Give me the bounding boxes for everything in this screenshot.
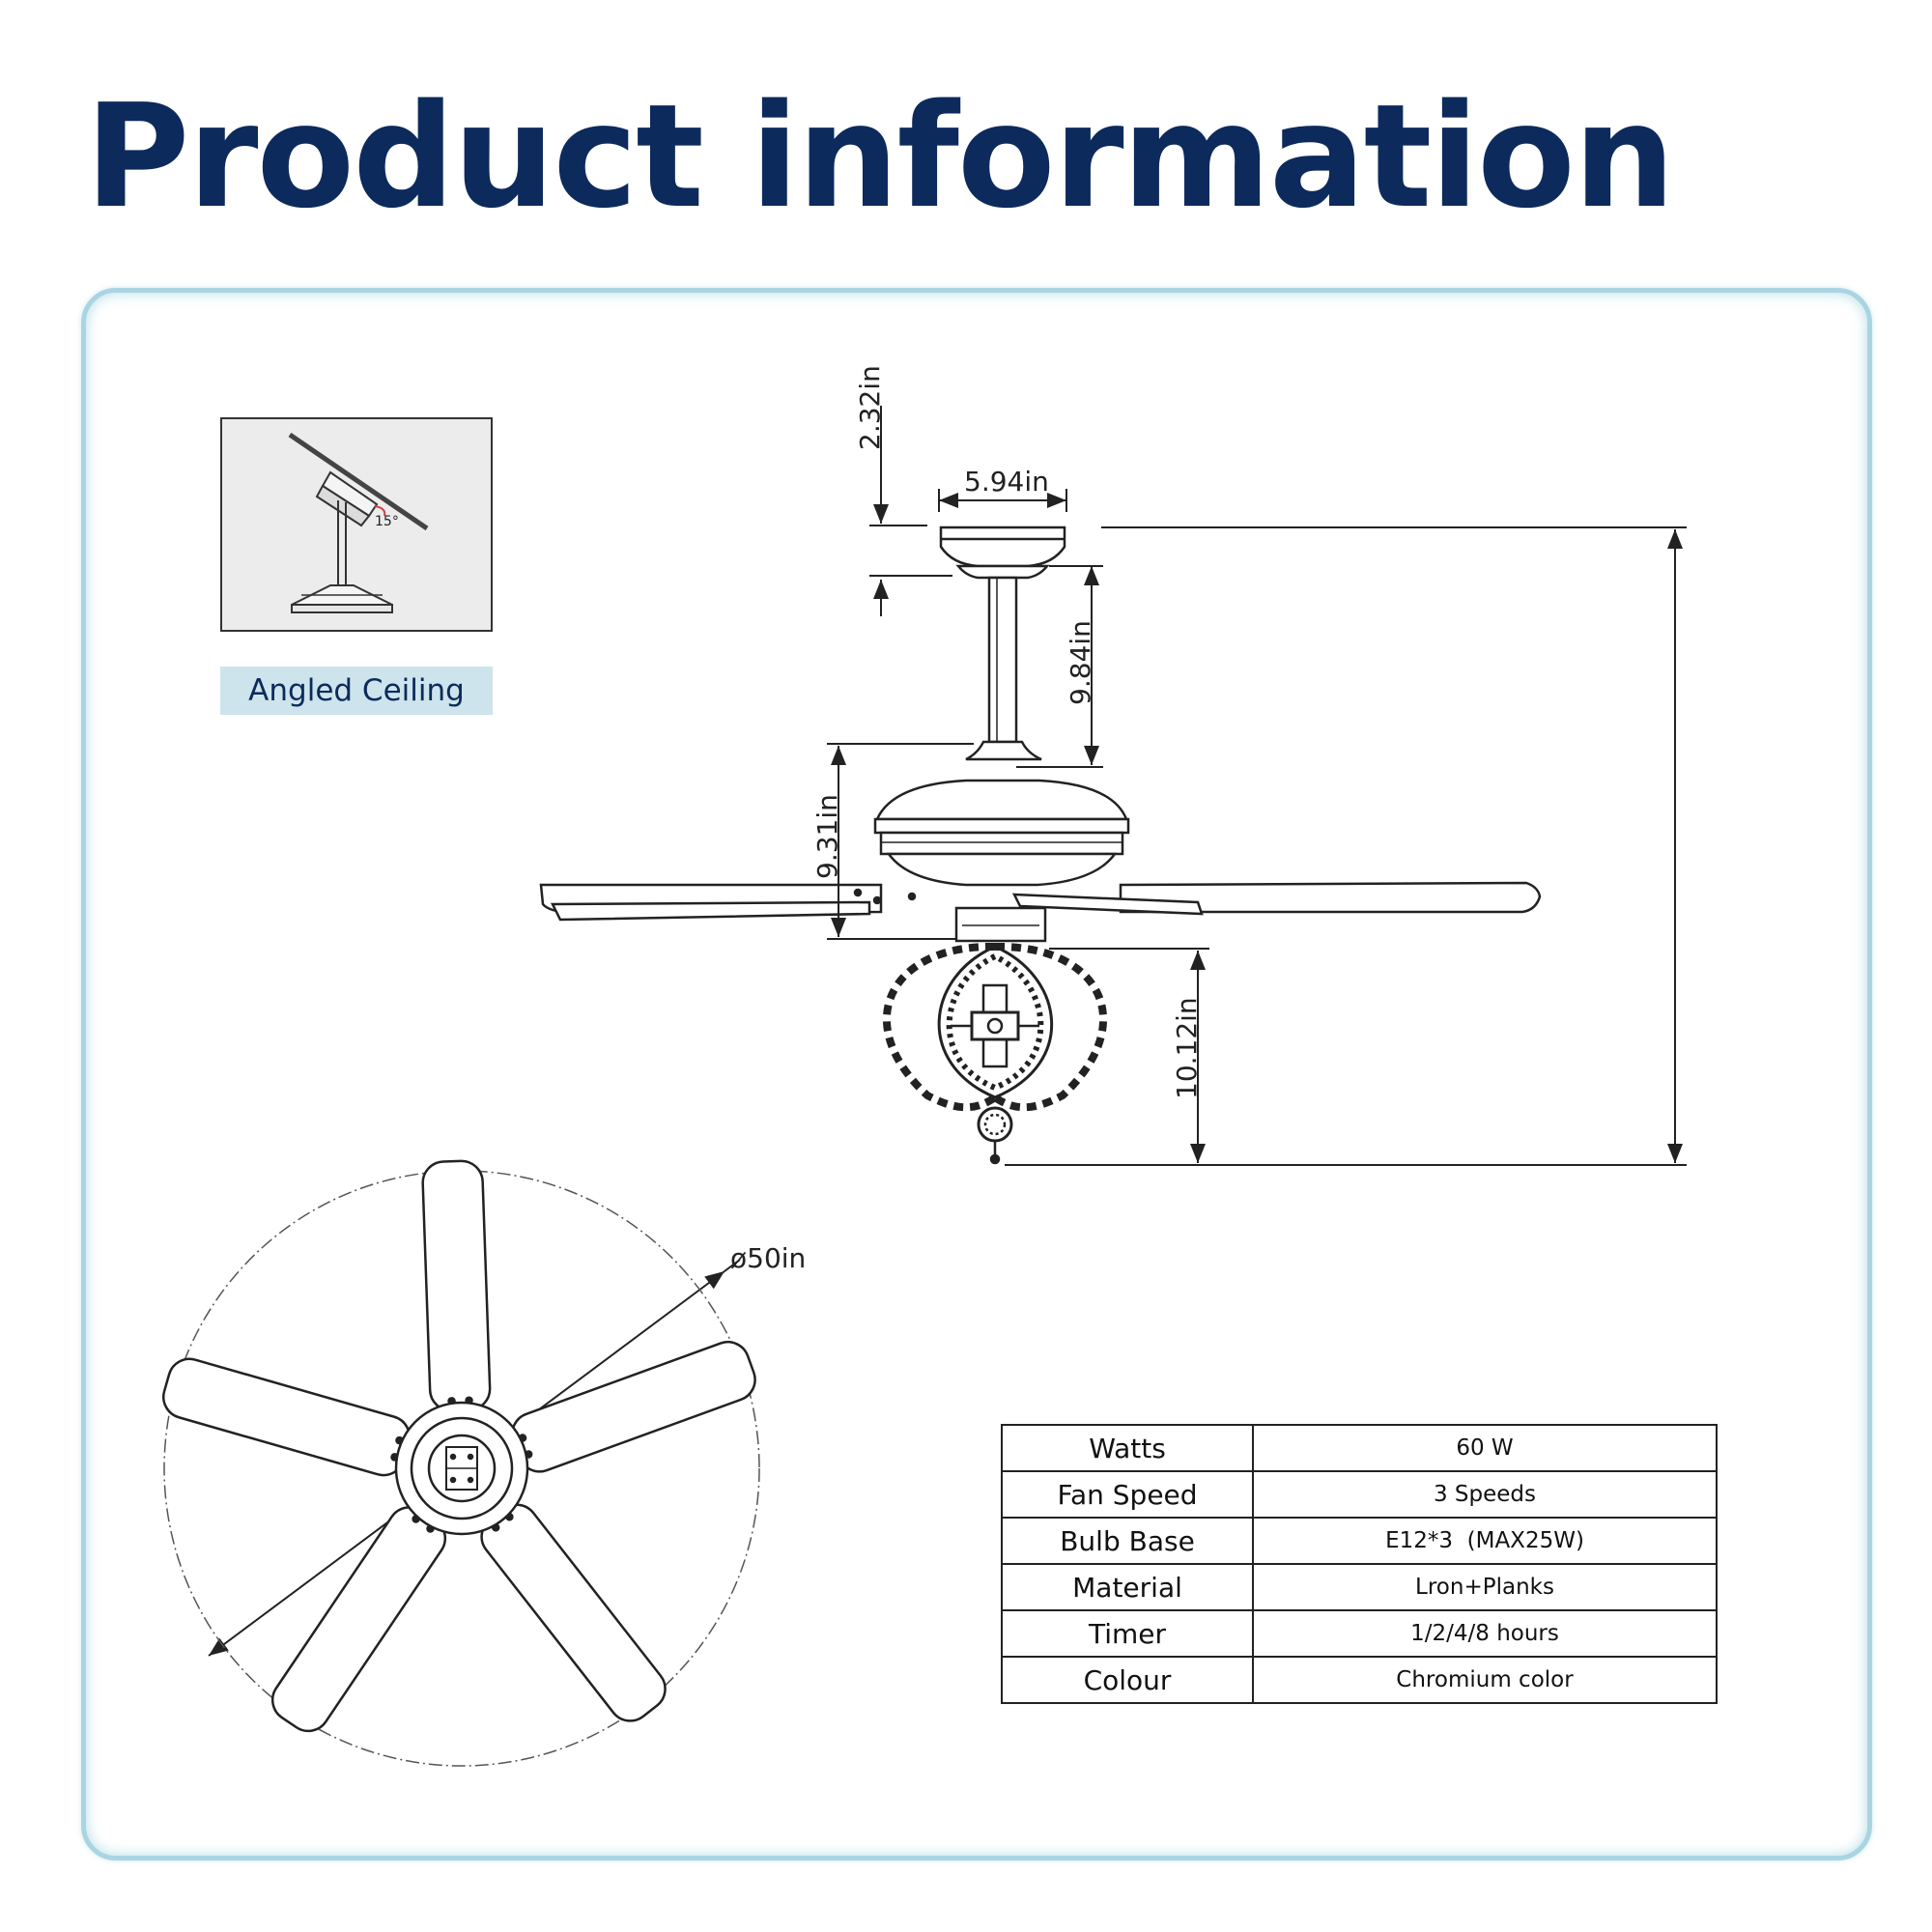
spec-value-watts: 60 W (1252, 1424, 1718, 1472)
fan-side-view (539, 526, 1542, 1165)
angled-ceiling-label: Angled Ceiling (220, 667, 493, 715)
fan-top-view (162, 1159, 760, 1767)
spec-table: Watts 60 W Fan Speed 3 Speeds Bulb Base … (1001, 1424, 1718, 1704)
spec-key-fan-speed: Fan Speed (1001, 1470, 1254, 1519)
page-title: Product information (85, 73, 1675, 240)
angle-label: 15° (375, 514, 399, 529)
spec-value-fan-speed: 3 Speeds (1252, 1470, 1718, 1519)
table-row: Timer 1/2/4/8 hours (1001, 1609, 1718, 1658)
spec-key-material: Material (1001, 1563, 1254, 1611)
table-row: Material Lron+Planks (1001, 1563, 1718, 1611)
dim-canopy-height: 2.32in (854, 365, 886, 450)
dim-light-kit: 10.12in (1171, 997, 1203, 1099)
dim-motor-height: 9.31in (811, 794, 843, 879)
table-row: Fan Speed 3 Speeds (1001, 1470, 1718, 1519)
spec-key-timer: Timer (1001, 1609, 1254, 1658)
spec-key-bulb-base: Bulb Base (1001, 1517, 1254, 1565)
table-row: Colour Chromium color (1001, 1656, 1718, 1704)
table-row: Bulb Base E12*3 (MAX25W) (1001, 1517, 1718, 1565)
dim-blade-span: ø50in (730, 1242, 806, 1274)
dim-downrod: 9.84in (1065, 620, 1096, 705)
spec-value-timer: 1/2/4/8 hours (1252, 1609, 1718, 1658)
dim-canopy-width: 5.94in (964, 466, 1049, 497)
angled-ceiling-illustration: 15° (220, 417, 493, 632)
spec-value-colour: Chromium color (1252, 1656, 1718, 1704)
spec-key-colour: Colour (1001, 1656, 1254, 1704)
table-row: Watts 60 W (1001, 1424, 1718, 1472)
angled-ceiling-drawing: 15° (288, 432, 429, 613)
spec-key-watts: Watts (1001, 1424, 1254, 1472)
spec-value-material: Lron+Planks (1252, 1563, 1718, 1611)
spec-value-bulb-base: E12*3 (MAX25W) (1252, 1517, 1718, 1565)
